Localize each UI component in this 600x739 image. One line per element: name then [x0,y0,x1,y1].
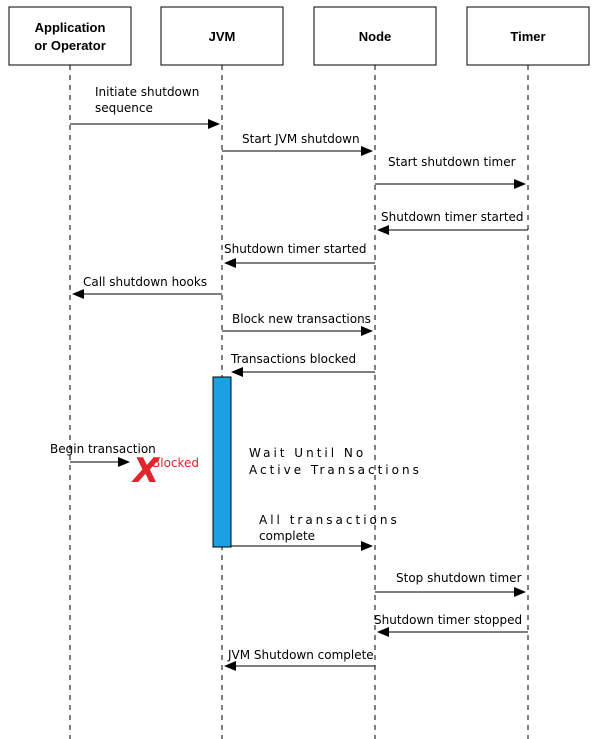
message-label: Stop shutdown timer [396,571,522,585]
actor-box-app [8,6,132,66]
actor-label-node: Node [359,29,392,44]
arrow-head [361,541,373,551]
jvm-activation-bar [212,376,232,548]
message-label: Begin transaction [50,442,156,456]
arrow-head [361,146,373,156]
lifelines [69,65,529,739]
arrow-head [118,457,130,467]
message-block-new-transactions: Block new transactions [222,312,373,336]
message-timer-stopped: Shutdown timer stopped [374,613,528,637]
message-label: Shutdown timer started [381,210,524,224]
wait-note-line: Active Transactions [249,463,422,477]
arrow-head [224,258,236,268]
actor-box-jvm [160,6,284,66]
actor-label-jvm: JVM [209,29,236,44]
message-label: Shutdown timer started [224,242,367,256]
message-begin-transaction: Begin transaction [50,442,156,467]
actors: Application or Operator JVM Node Timer [8,6,590,66]
wait-note: Wait Until No Active Transactions [249,446,422,477]
blocked-x-icon: X [131,451,161,491]
message-start-shutdown-timer: Start shutdown timer [375,155,526,189]
arrow-head [377,627,389,637]
message-timer-started-to-node: Shutdown timer started [377,210,528,235]
message-label: Start JVM shutdown [242,132,360,146]
actor-node: Node [313,6,437,66]
message-label: All transactions [259,513,400,527]
message-label: Initiate shutdown [95,85,199,99]
message-timer-started-to-jvm: Shutdown timer started [224,242,375,268]
message-label: Transactions blocked [230,352,356,366]
message-label: complete [259,529,315,543]
message-initiate-shutdown: Initiate shutdown sequence [70,85,220,129]
message-jvm-shutdown-complete: JVM Shutdown complete [224,648,375,671]
arrow-head [514,179,526,189]
message-transactions-blocked: Transactions blocked [230,352,375,377]
arrow-head [514,587,526,597]
actor-jvm: JVM [160,6,284,66]
message-label: sequence [95,101,153,115]
message-label: JVM Shutdown complete [227,648,374,662]
message-label: Shutdown timer stopped [374,613,522,627]
message-label: Start shutdown timer [388,155,516,169]
message-stop-shutdown-timer: Stop shutdown timer [375,571,526,597]
wait-note-line: Wait Until No [249,446,366,460]
message-all-transactions-complete: All transactions complete [231,513,400,551]
arrow-head [72,289,84,299]
arrow-head [377,225,389,235]
actor-timer: Timer [466,6,590,66]
arrow-head [231,367,243,377]
arrow-head [361,326,373,336]
actor-box-timer [466,6,590,66]
actor-app: Application or Operator [8,6,132,66]
actor-box-node [313,6,437,66]
message-start-jvm-shutdown: Start JVM shutdown [222,132,373,156]
message-call-shutdown-hooks: Call shutdown hooks [72,275,222,299]
actor-label-app: Application [35,20,106,35]
message-label: Block new transactions [232,312,371,326]
arrow-head [208,119,220,129]
message-label: Call shutdown hooks [83,275,207,289]
blocked-label: Blocked [152,456,199,470]
actor-label-app: or Operator [34,38,106,53]
actor-label-timer: Timer [510,29,545,44]
arrow-head [224,661,236,671]
